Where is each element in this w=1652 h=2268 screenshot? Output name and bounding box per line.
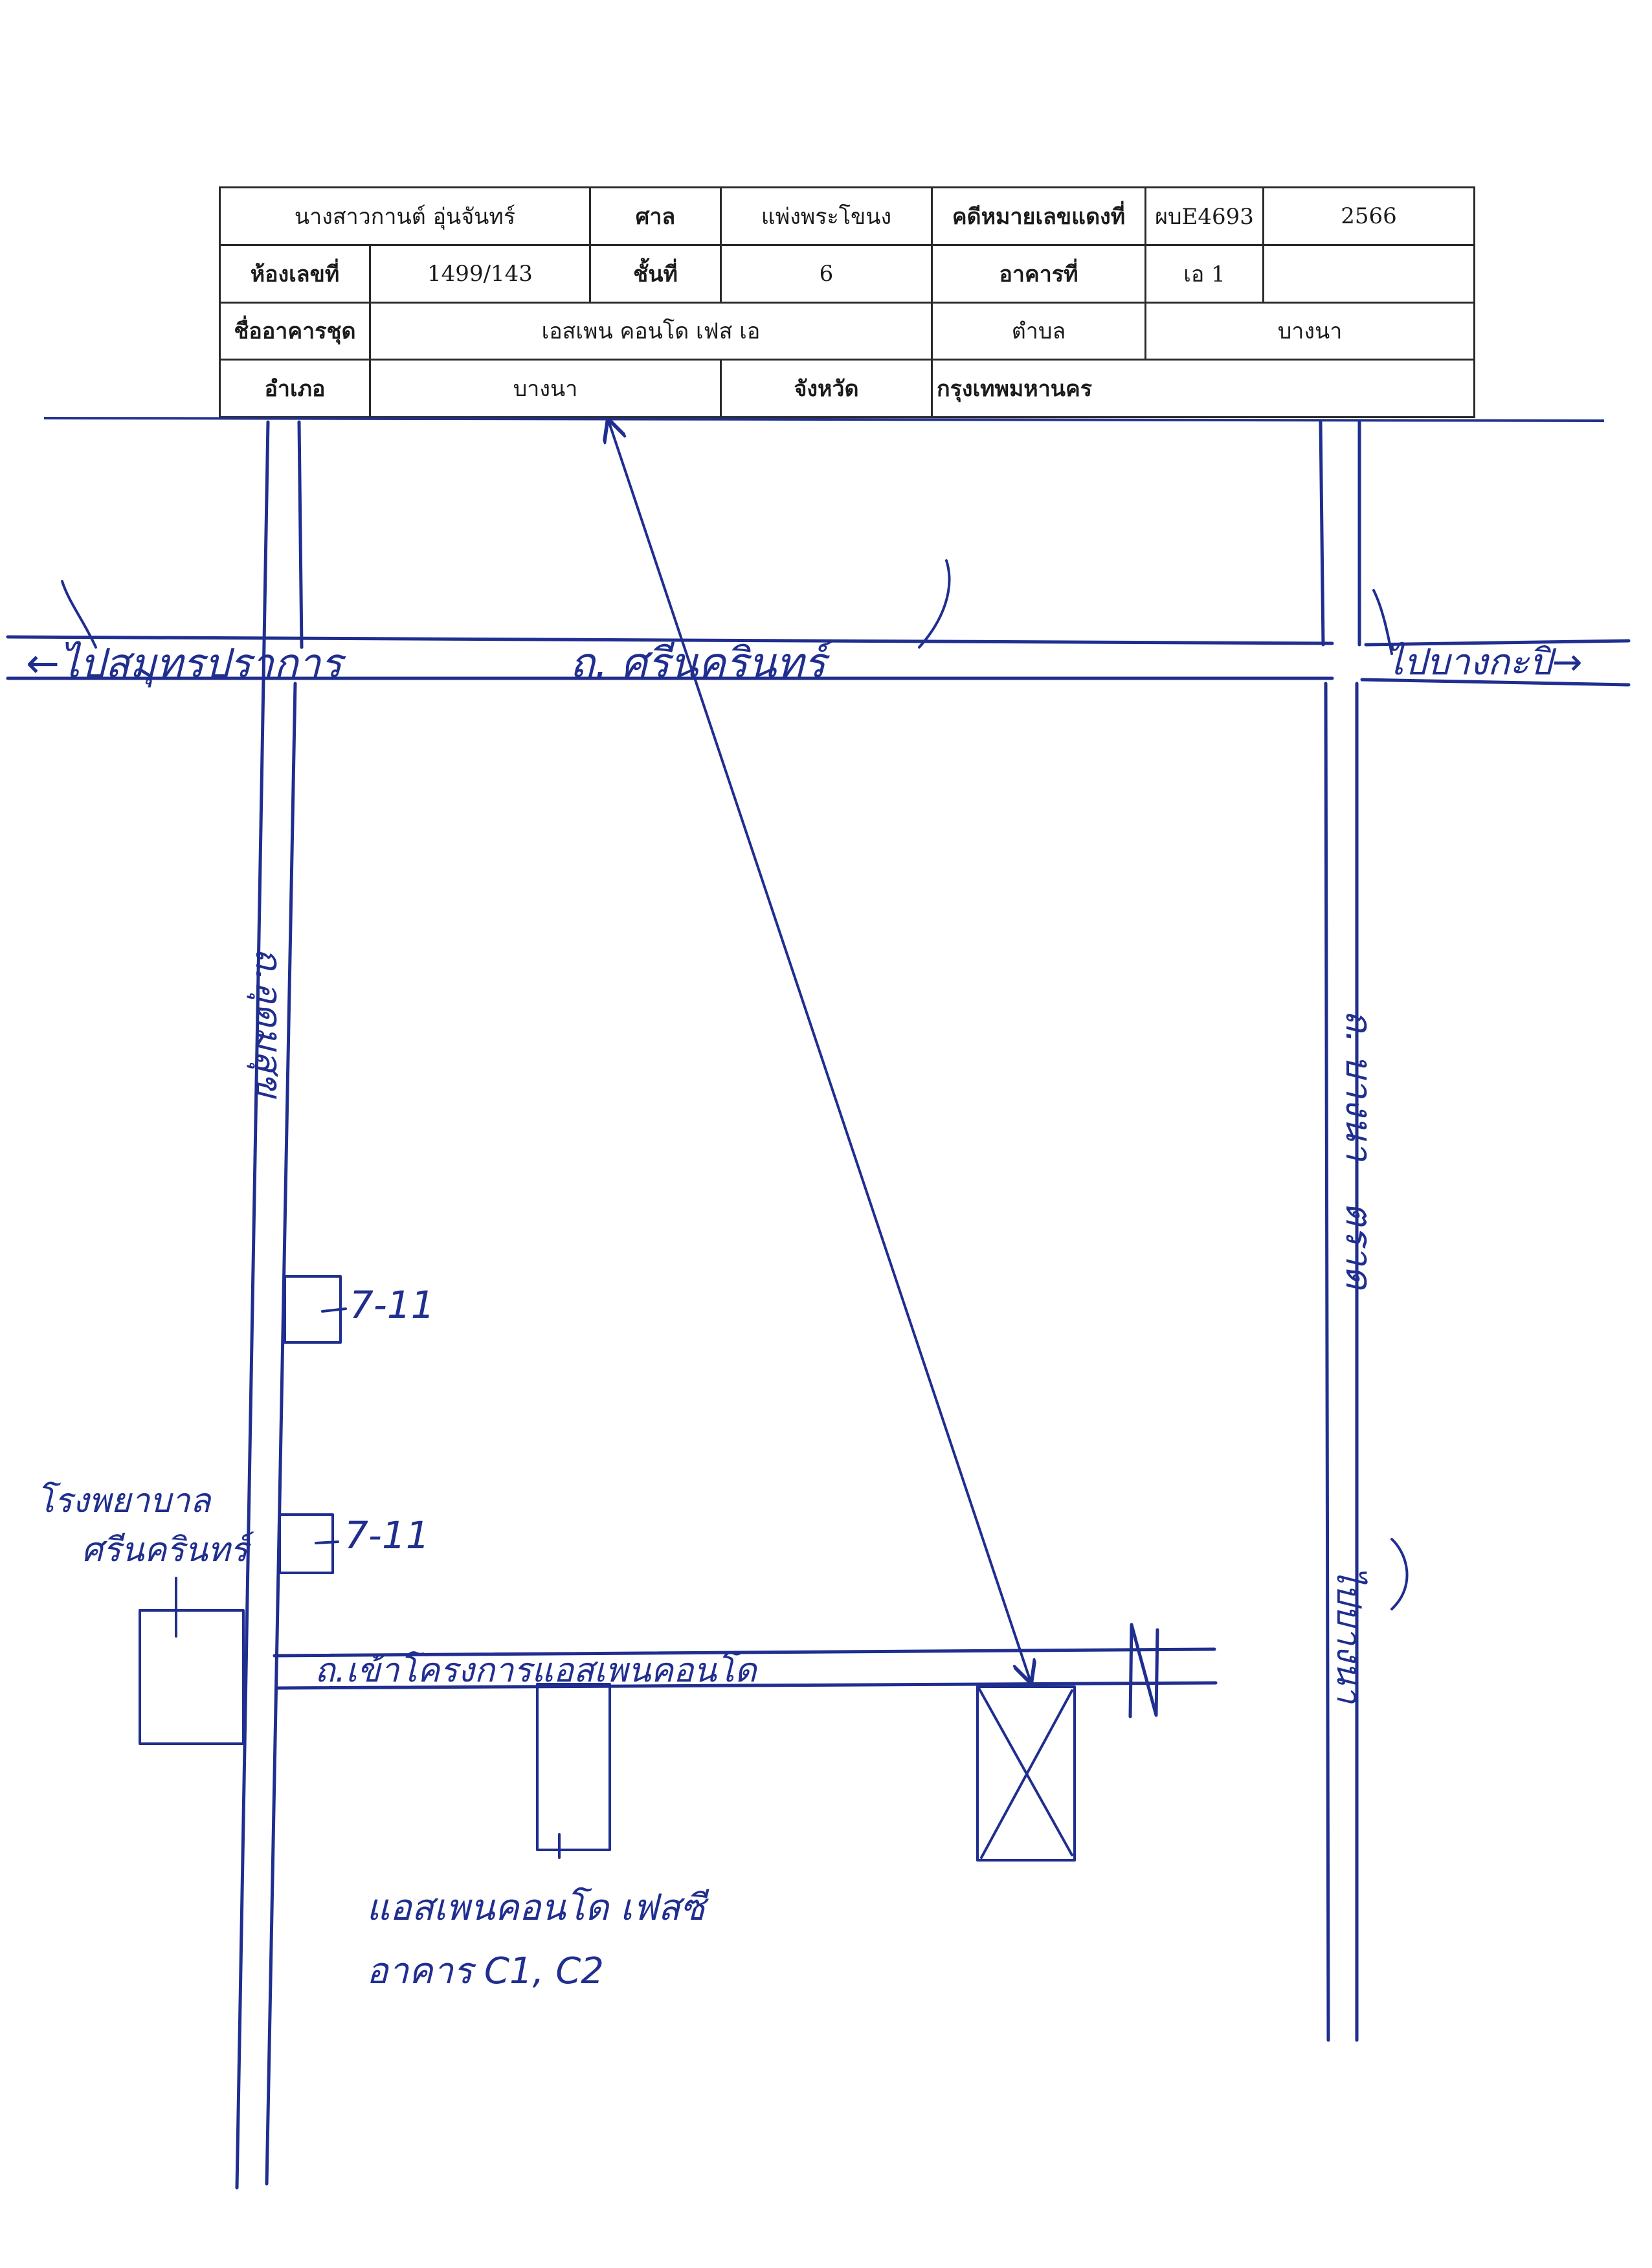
project-label-line1: แอสเพนคอนโด เฟสซี — [366, 1887, 709, 1929]
province-value: กรุงเทพมหานคร — [931, 359, 1475, 418]
entrance-road-label: ถ.เข้าโครงการแอสเพนคอนโด — [315, 1651, 758, 1690]
room-no-label: ห้องเลขที่ — [219, 243, 371, 304]
location-arrow — [608, 421, 1031, 1682]
hospital-label-line2: ศรีนครินทร์ — [82, 1531, 254, 1570]
province-label: จังหวัด — [720, 359, 933, 418]
floor-value: 6 — [720, 243, 933, 304]
building-value: เอ 1 — [1144, 243, 1264, 304]
floor-label: ชั้นที่ — [589, 243, 722, 304]
info-row-3: ชื่ออาคารชุด เอสเพน คอนโด เฟส เอ ตำบล บา… — [219, 301, 1475, 361]
udomsuk-road — [235, 420, 304, 2190]
district-value: บางนา — [369, 359, 722, 418]
to-bang-na-label: ไปบางนา — [1329, 1566, 1368, 1704]
subdistrict-value: บางนา — [1144, 301, 1475, 361]
info-row-2: ห้องเลขที่ 1499/143 ชั้นที่ 6 อาคารที่ เ… — [219, 243, 1475, 304]
condo-name-value: เอสเพน คอนโด เฟส เอ — [369, 301, 933, 361]
case-year: 2566 — [1262, 186, 1475, 246]
district-label: อำเภอ — [219, 359, 371, 418]
seven-eleven-1-label: 7-11 — [350, 1283, 435, 1327]
seven-eleven-2-box — [278, 1513, 334, 1574]
bang-na-trat-road — [1319, 420, 1361, 2042]
owner-name: นางสาวกานต์ อุ่นจันทร์ — [219, 186, 591, 246]
project-label-line2: อาคาร C1, C2 — [366, 1950, 604, 1992]
udomsuk-road-label: ถ.อุดมสุข — [247, 948, 289, 1100]
srinakarin-road-label: ถ. ศรีนครินทร์ — [570, 639, 834, 687]
project-c-box — [536, 1683, 611, 1851]
case-no-value: ผบE4693 — [1144, 186, 1264, 246]
property-info-table: นางสาวกานต์ อุ่นจันทร์ ศาล แพ่งพระโขนง ค… — [219, 186, 1475, 418]
bang-na-trat-road-label: ถ. บางนา – ตราด — [1337, 1010, 1379, 1291]
building-label: อาคารที่ — [931, 243, 1146, 304]
court-value: แพ่งพระโขนง — [720, 186, 933, 246]
map-top-border — [43, 417, 1605, 422]
to-bang-kapi-label: ไปบางกะปิ→ — [1385, 641, 1583, 684]
case-no-label: คดีหมายเลขแดงที่ — [931, 186, 1146, 246]
north-arrow-icon — [1128, 1623, 1159, 1718]
target-building-marker — [976, 1685, 1076, 1862]
subdistrict-label: ตำบล — [931, 301, 1146, 361]
court-label: ศาล — [589, 186, 722, 246]
hospital-box — [139, 1609, 245, 1745]
seven-eleven-2-label: 7-11 — [344, 1513, 430, 1557]
to-samut-prakan-label: ←ไปสมุทรปราการ — [26, 639, 346, 688]
condo-name-label: ชื่ออาคารชุด — [219, 301, 371, 361]
info-row-4: อำเภอ บางนา จังหวัด กรุงเทพมหานคร — [219, 359, 1475, 418]
empty-cell — [1262, 243, 1475, 304]
info-row-1: นางสาวกานต์ อุ่นจันทร์ ศาล แพ่งพระโขนง ค… — [219, 186, 1475, 246]
hospital-label-line1: โรงพยาบาล — [36, 1482, 212, 1520]
room-no-value: 1499/143 — [369, 243, 591, 304]
